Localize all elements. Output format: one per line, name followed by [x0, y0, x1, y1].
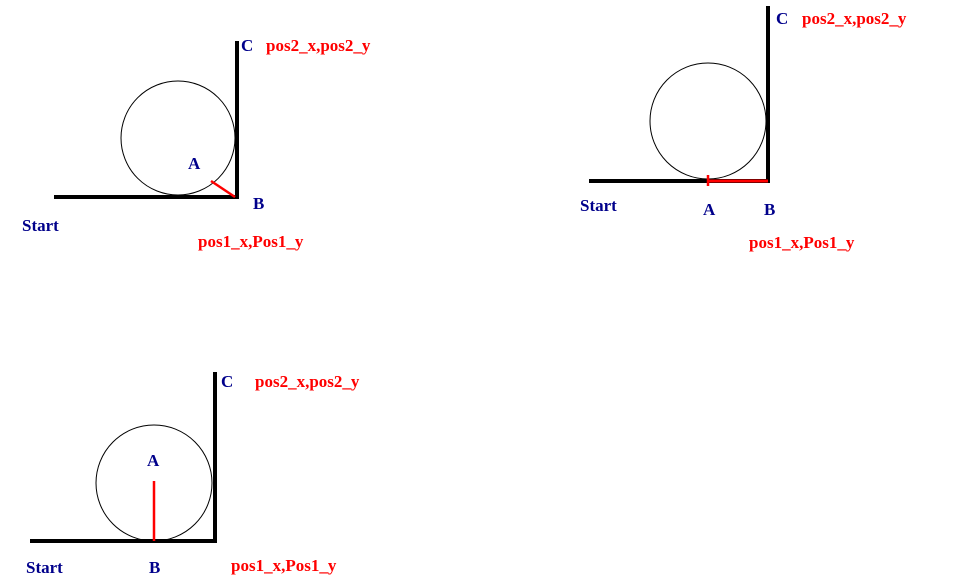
- ball-circle: [120, 80, 236, 196]
- start-label: Start: [26, 558, 63, 577]
- point-a-label: A: [147, 451, 160, 470]
- point-a-label: A: [188, 154, 201, 173]
- ball-circle: [649, 62, 767, 180]
- distance-marker: [210, 179, 236, 199]
- point-a-label: A: [703, 200, 716, 219]
- coord-c-label: pos2_x,pos2_y: [255, 372, 360, 391]
- point-c-label: C: [221, 372, 233, 391]
- start-label: Start: [580, 196, 617, 215]
- coord-c-label: pos2_x,pos2_y: [802, 9, 907, 28]
- coord-b-label: pos1_x,Pos1_y: [198, 232, 304, 251]
- figure-corner-vertical: A B C Start pos1_x,Pos1_y pos2_x,pos2_y: [26, 372, 360, 577]
- point-c-label: C: [776, 9, 788, 28]
- start-label: Start: [22, 216, 59, 235]
- point-c-label: C: [241, 36, 253, 55]
- coord-b-label: pos1_x,Pos1_y: [231, 556, 337, 575]
- coord-c-label: pos2_x,pos2_y: [266, 36, 371, 55]
- figure-corner-diagonal: A B C Start pos1_x,Pos1_y pos2_x,pos2_y: [22, 36, 371, 251]
- figure-corner-horizontal: A B C Start pos1_x,Pos1_y pos2_x,pos2_y: [580, 6, 907, 252]
- point-b-label: B: [149, 558, 160, 577]
- point-b-label: B: [764, 200, 775, 219]
- point-b-label: B: [253, 194, 264, 213]
- coord-b-label: pos1_x,Pos1_y: [749, 233, 855, 252]
